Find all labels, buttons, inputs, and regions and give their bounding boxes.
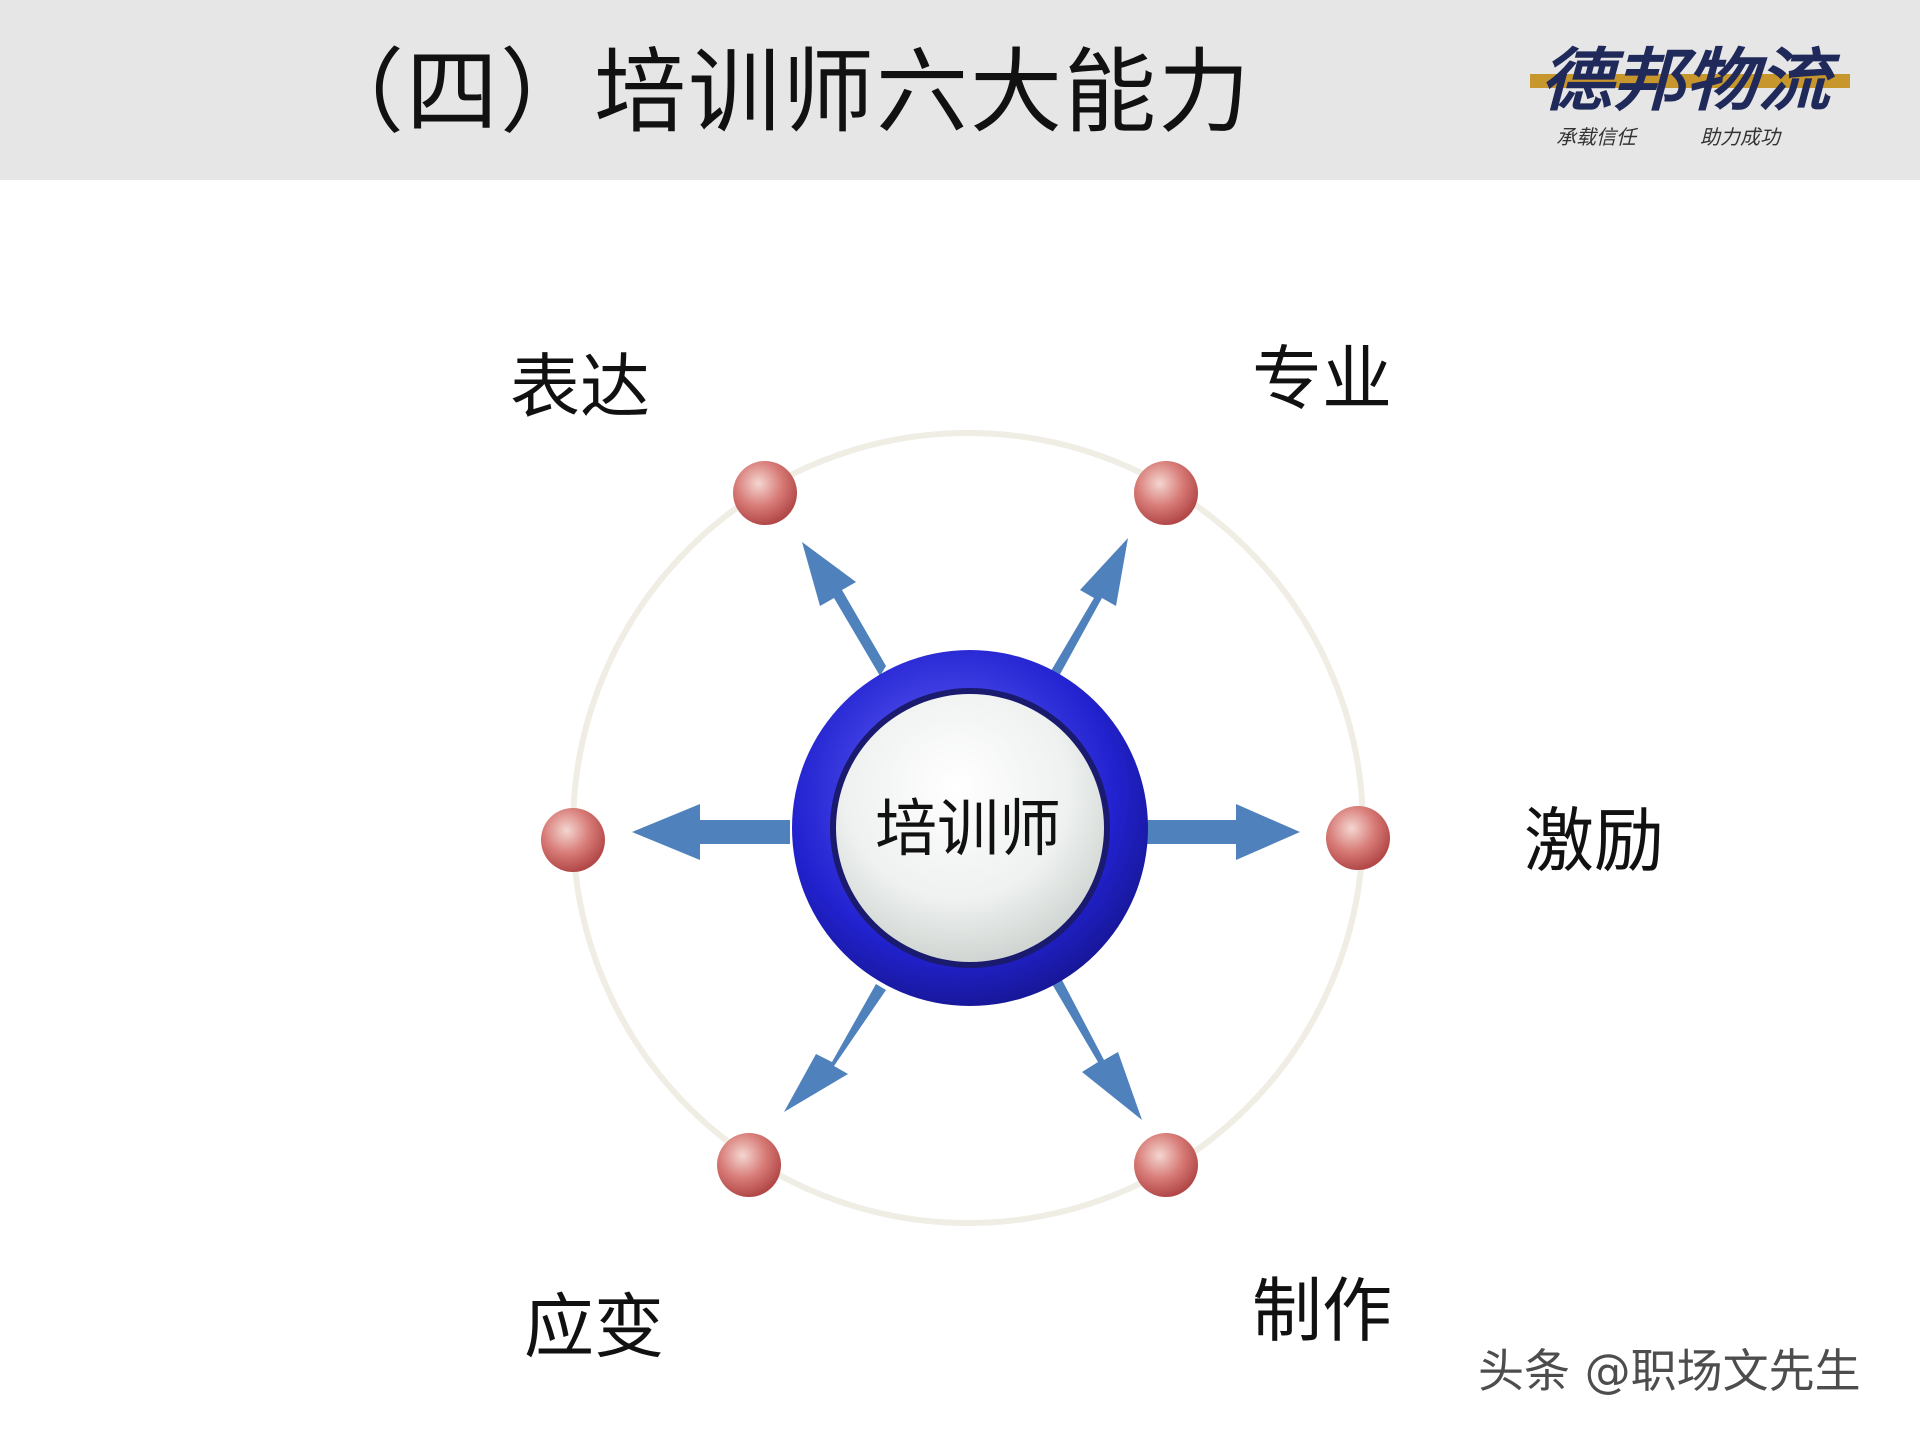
node-left <box>541 808 605 872</box>
node-right <box>1326 806 1390 870</box>
arrow-right <box>1146 804 1300 860</box>
ability-label-professional: 专业 <box>1252 338 1392 420</box>
arrow-top-right <box>1048 538 1128 678</box>
logo-gold-bar <box>1530 74 1850 88</box>
arrow-bottom-right <box>1052 980 1142 1120</box>
hub-inner <box>836 694 1104 962</box>
company-logo: 德邦物流 承载信任 助力成功 <box>1530 42 1850 149</box>
page-title: （四）培训师六大能力 <box>312 39 1253 146</box>
logo-slogan-left: 承载信任 <box>1556 125 1639 149</box>
node-top-left <box>733 461 797 525</box>
arrow-bottom-left <box>784 984 886 1112</box>
arrow-top-left <box>802 542 886 676</box>
ability-label-production: 制作 <box>1252 1270 1392 1352</box>
ability-label-motivation: 激励 <box>1524 800 1664 882</box>
arrows <box>632 538 1300 1120</box>
watermark: 头条 @职场文先生 <box>1478 1344 1861 1398</box>
node-bottom-right <box>1134 1133 1198 1197</box>
logo-slogan-right: 助力成功 <box>1700 125 1782 149</box>
node-top-right <box>1134 461 1198 525</box>
arrow-left <box>632 804 790 860</box>
header-bar <box>0 0 1920 180</box>
hub-label: 培训师 <box>874 792 1061 865</box>
ability-label-adaptability: 应变 <box>524 1286 664 1368</box>
logo-brand: 德邦物流 <box>1540 42 1841 121</box>
ability-label-expression: 表达 <box>510 346 650 428</box>
node-bottom-left <box>717 1133 781 1197</box>
